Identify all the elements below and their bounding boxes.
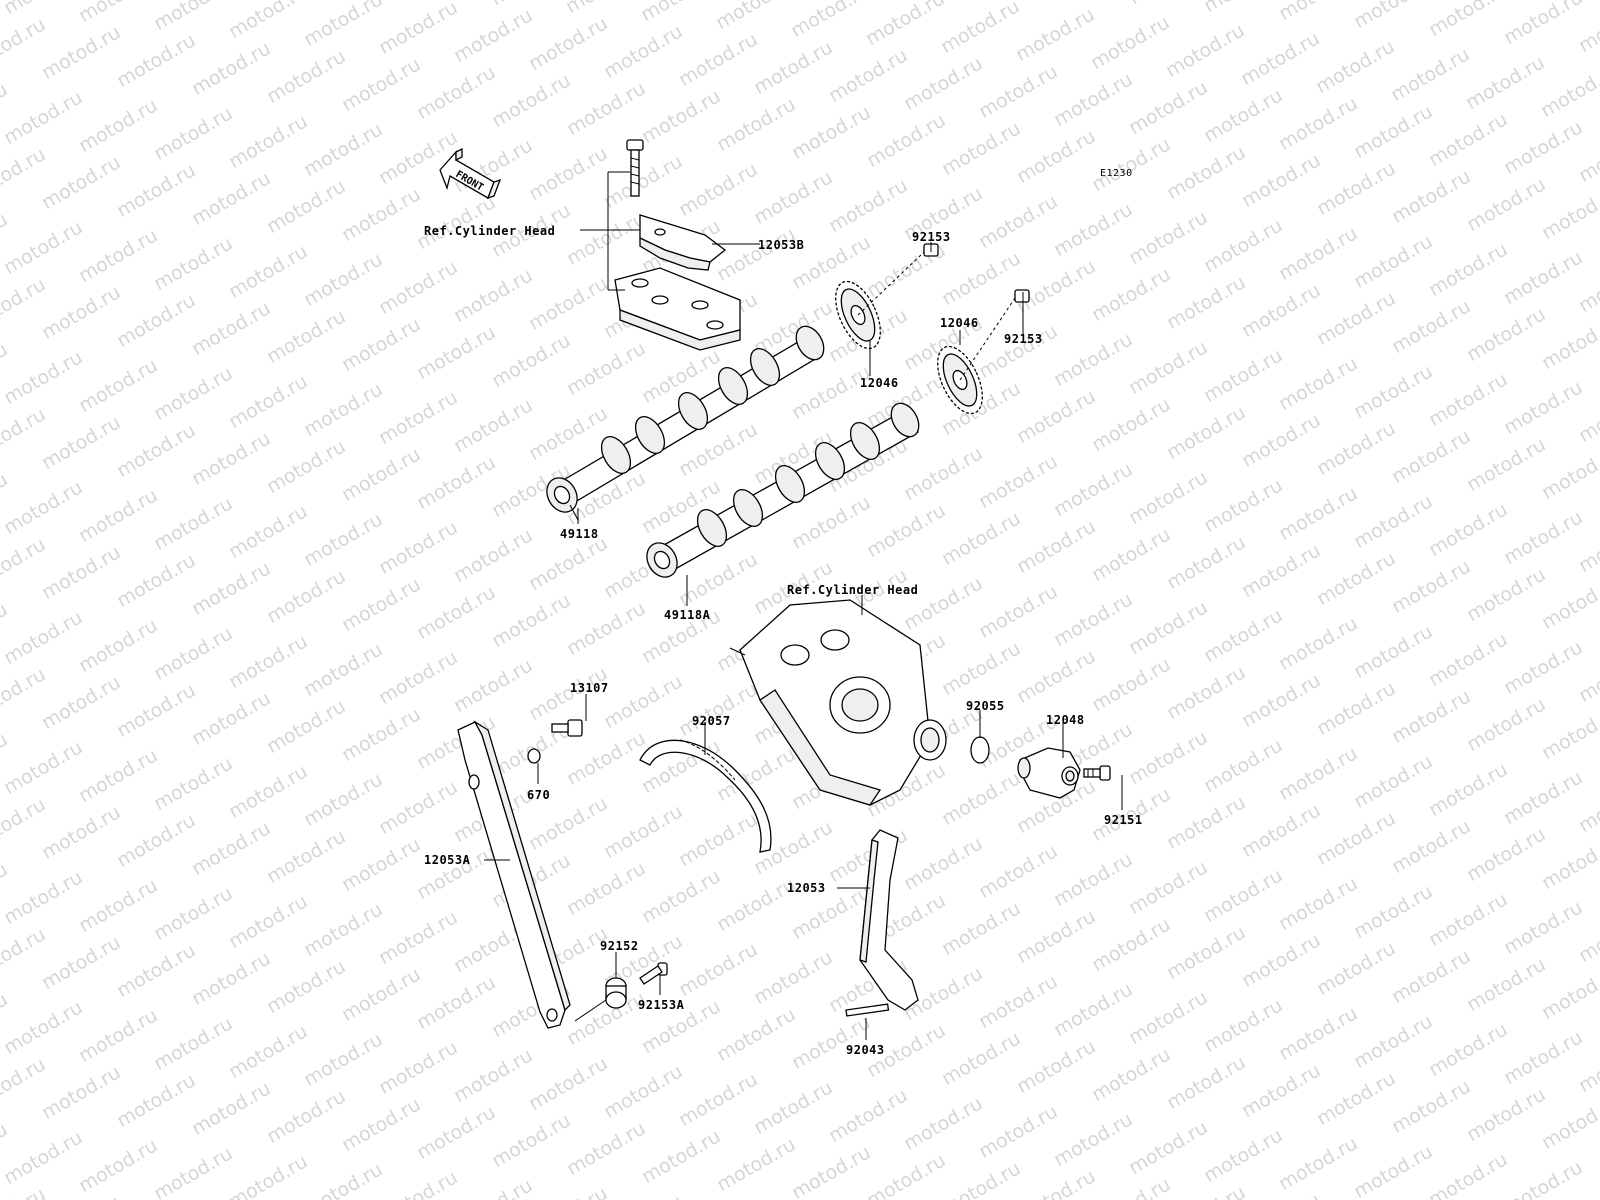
bolt-92153-b [959, 289, 1030, 381]
chain-guide-12053B [639, 214, 727, 271]
part-label-92152: 92152 [600, 939, 639, 953]
o-ring-92055 [970, 736, 990, 764]
part-label-92055: 92055 [966, 699, 1005, 713]
diagram-code: E1230 [1100, 168, 1133, 179]
cylinder-head [729, 599, 947, 806]
leader-lines [484, 242, 1123, 1040]
part-label-92153A: 92153A [638, 998, 685, 1012]
part-label-12053A: 12053A [424, 853, 471, 867]
camshaft-49118A [646, 402, 920, 578]
bolt-cam-holder [626, 139, 644, 197]
part-label-92043: 92043 [846, 1043, 885, 1057]
part-label-92153-a: 92153 [912, 230, 951, 244]
front-arrow-icon: FRONT [439, 147, 502, 200]
chain-guide-12053 [859, 829, 919, 1011]
camshaft-49118 [546, 325, 825, 521]
chain-tensioner-12048 [1017, 747, 1081, 799]
o-ring-670 [527, 748, 541, 764]
pin-92043 [845, 1003, 890, 1017]
part-label-670: 670 [527, 788, 551, 802]
part-label-12046-a: 12046 [860, 376, 899, 390]
part-label-92153-b: 92153 [1004, 332, 1043, 346]
bolt-92151 [1083, 765, 1111, 781]
part-label-13107: 13107 [570, 681, 609, 695]
part-label-12046-b: 12046 [940, 316, 979, 330]
chain-guide-12053A [457, 720, 571, 1029]
part-label-12053: 12053 [787, 881, 826, 895]
ref-bracket-top [580, 171, 640, 291]
part-label-12053B: 12053B [758, 238, 805, 252]
part-label-92057: 92057 [692, 714, 731, 728]
bolt-92153A [639, 962, 668, 985]
part-label-92151: 92151 [1104, 813, 1143, 827]
part-label-49118A: 49118A [664, 608, 711, 622]
part-label-12048: 12048 [1046, 713, 1085, 727]
cam-chain-92057 [639, 739, 772, 853]
collar-92152 [605, 977, 627, 1009]
ref-cylinder-head-mid: Ref.Cylinder Head [787, 583, 919, 597]
bolt-13107 [551, 719, 583, 737]
camshaft-cap [614, 267, 741, 351]
part-label-49118: 49118 [560, 527, 599, 541]
ref-cylinder-head-top: Ref.Cylinder Head [424, 224, 556, 238]
